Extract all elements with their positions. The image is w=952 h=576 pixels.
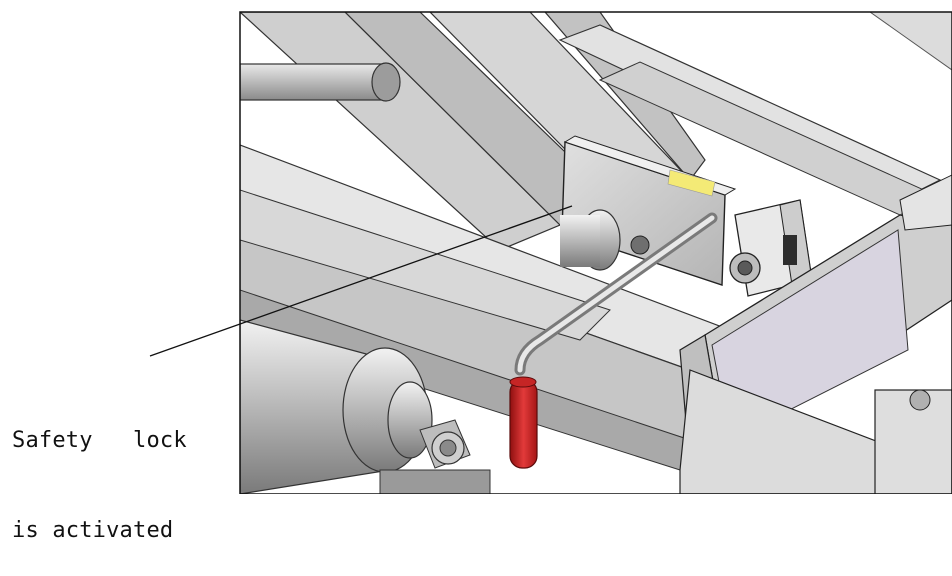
callout-line-2: is activated xyxy=(12,518,174,543)
callout-leader-line xyxy=(149,205,573,357)
top-pin-shaft xyxy=(240,63,389,101)
illustration-frame xyxy=(239,11,952,494)
callout-line-1: Safety lock xyxy=(12,428,187,453)
hydraulic-cylinder xyxy=(240,319,491,494)
lock-handle-grip xyxy=(509,379,538,469)
safety-lock-callout: Safety lock is activated xyxy=(12,366,187,576)
illustration-content xyxy=(240,12,952,494)
lift-mechanism-illustration xyxy=(149,11,952,494)
